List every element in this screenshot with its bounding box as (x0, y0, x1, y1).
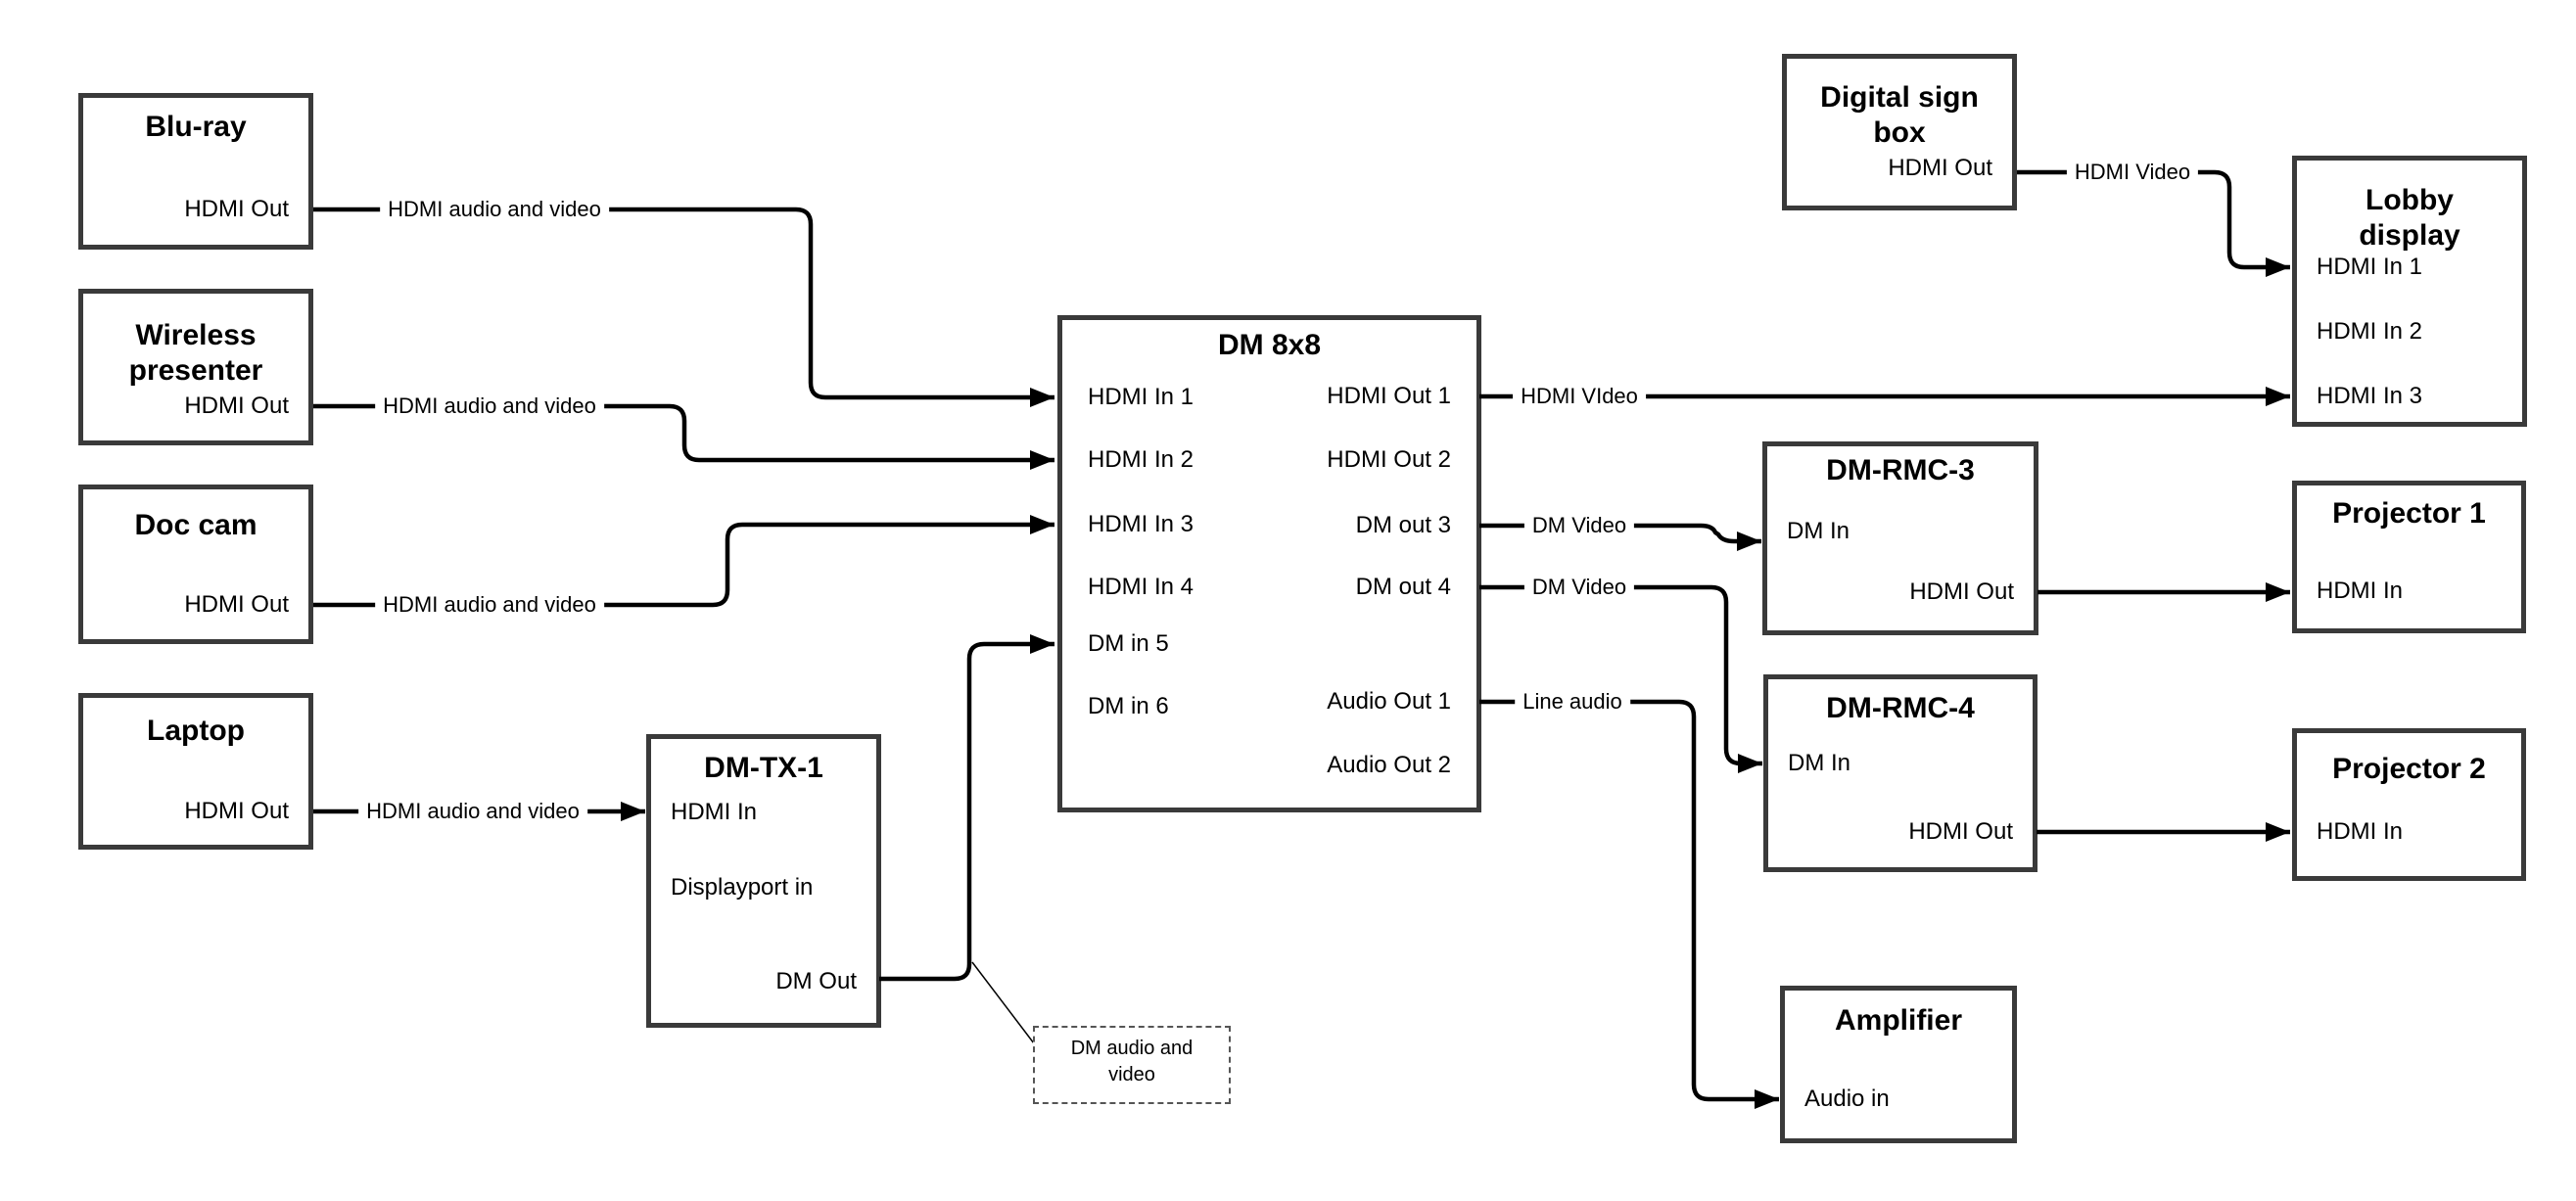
port-dm-in: DM In (1788, 750, 1851, 776)
port-hdmi-out-2: HDMI Out 2 (1327, 446, 1451, 473)
node-title: Laptop (147, 715, 245, 747)
node-digital-sign-box: Digital sign box HDMI Out (1782, 54, 2017, 210)
node-dm-rmc-4: DM-RMC-4 DM In HDMI Out (1763, 674, 2037, 872)
port-dm-in-6: DM in 6 (1088, 693, 1169, 719)
node-amplifier: Amplifier Audio in (1780, 986, 2017, 1143)
note-leader-line (971, 961, 1035, 1044)
port-dm-in: DM In (1787, 518, 1850, 544)
node-dm-rmc-3: DM-RMC-3 DM In HDMI Out (1762, 441, 2038, 635)
node-dm-tx-1: DM-TX-1 HDMI In Displayport in DM Out (646, 734, 881, 1028)
wire-digitalsign-to-lobby-in1 (2017, 169, 2290, 277)
edge-label-hdmi-audio-video-2: HDMI audio and video (375, 393, 604, 420)
node-title: Blu-ray (145, 111, 247, 143)
port-hdmi-in-3: HDMI In 3 (1088, 511, 1194, 537)
port-hdmi-in: HDMI In (2317, 577, 2404, 604)
wire-dmtx1-to-dm8x8-in5 (879, 634, 1054, 982)
port-displayport-in: Displayport in (671, 874, 814, 901)
port-hdmi-out: HDMI Out (184, 591, 289, 618)
port-hdmi-in-2: HDMI In 2 (2317, 318, 2423, 345)
wire-bluray-to-dm8x8-in1 (313, 207, 1054, 407)
wire-dmout4-to-dmrmc4 (1479, 584, 1762, 773)
edge-label-hdmi-audio-video-3: HDMI audio and video (375, 591, 604, 619)
node-title: Lobby display (2359, 184, 2460, 252)
node-title: DM-TX-1 (704, 752, 823, 784)
node-bluray: Blu-ray HDMI Out (78, 93, 313, 250)
port-dm-out-4: DM out 4 (1355, 574, 1451, 600)
node-lobby-display: Lobby display HDMI In 1 HDMI In 2 HDMI I… (2292, 156, 2527, 427)
port-audio-in: Audio in (1804, 1086, 1890, 1112)
node-title: DM-RMC-3 (1826, 454, 1975, 486)
edge-label-hdmi-video-out1: HDMI VIdeo (1513, 383, 1646, 410)
edge-label-dm-video-1: DM Video (1523, 512, 1635, 539)
node-title: DM 8x8 (1217, 329, 1322, 361)
node-title: Doc cam (134, 509, 258, 541)
note-dm-audio-video: DM audio and video (1033, 1026, 1231, 1104)
port-hdmi-out-1: HDMI Out 1 (1327, 383, 1451, 409)
node-title: Projector 2 (2332, 753, 2486, 785)
port-hdmi-in: HDMI In (2317, 818, 2404, 845)
node-wireless-presenter: Wireless presenter HDMI Out (78, 289, 313, 445)
node-doc-cam: Doc cam HDMI Out (78, 485, 313, 644)
port-hdmi-out: HDMI Out (184, 196, 289, 222)
node-dm-8x8: DM 8x8 HDMI In 1 HDMI In 2 HDMI In 3 HDM… (1057, 315, 1481, 812)
port-hdmi-out: HDMI Out (1909, 578, 2014, 605)
edge-label-dm-video-2: DM Video (1523, 574, 1635, 601)
port-hdmi-in-3: HDMI In 3 (2317, 383, 2423, 409)
port-hdmi-out: HDMI Out (184, 393, 289, 419)
port-dm-out-3: DM out 3 (1355, 512, 1451, 538)
edge-label-hdmi-audio-video-1: HDMI audio and video (380, 196, 609, 223)
port-hdmi-in-1: HDMI In 1 (1088, 384, 1194, 410)
node-projector-1: Projector 1 HDMI In (2292, 481, 2526, 633)
port-hdmi-out: HDMI Out (184, 798, 289, 824)
node-title: Amplifier (1834, 1004, 1963, 1037)
port-dm-out: DM Out (775, 968, 857, 994)
port-hdmi-out: HDMI Out (1908, 818, 2013, 845)
edge-label-line-audio: Line audio (1515, 688, 1630, 716)
port-hdmi-in-1: HDMI In 1 (2317, 254, 2423, 280)
wire-audioout1-to-amplifier (1479, 699, 1779, 1109)
port-audio-out-2: Audio Out 2 (1327, 752, 1451, 778)
node-title: DM-RMC-4 (1826, 692, 1975, 724)
node-title: Wireless presenter (128, 319, 263, 387)
edge-label-hdmi-audio-video-4: HDMI audio and video (358, 798, 587, 825)
edge-label-hdmi-video-sign: HDMI Video (2066, 159, 2199, 186)
node-title: Projector 1 (2332, 497, 2486, 530)
node-projector-2: Projector 2 HDMI In (2292, 728, 2526, 881)
port-hdmi-in-2: HDMI In 2 (1088, 446, 1194, 473)
port-hdmi-in-4: HDMI In 4 (1088, 574, 1194, 600)
port-dm-in-5: DM in 5 (1088, 630, 1169, 657)
port-hdmi-in: HDMI In (671, 799, 758, 825)
node-title: Digital sign box (1820, 81, 1979, 149)
node-laptop: Laptop HDMI Out (78, 693, 313, 850)
port-hdmi-out: HDMI Out (1888, 155, 1992, 181)
port-audio-out-1: Audio Out 1 (1327, 688, 1451, 715)
